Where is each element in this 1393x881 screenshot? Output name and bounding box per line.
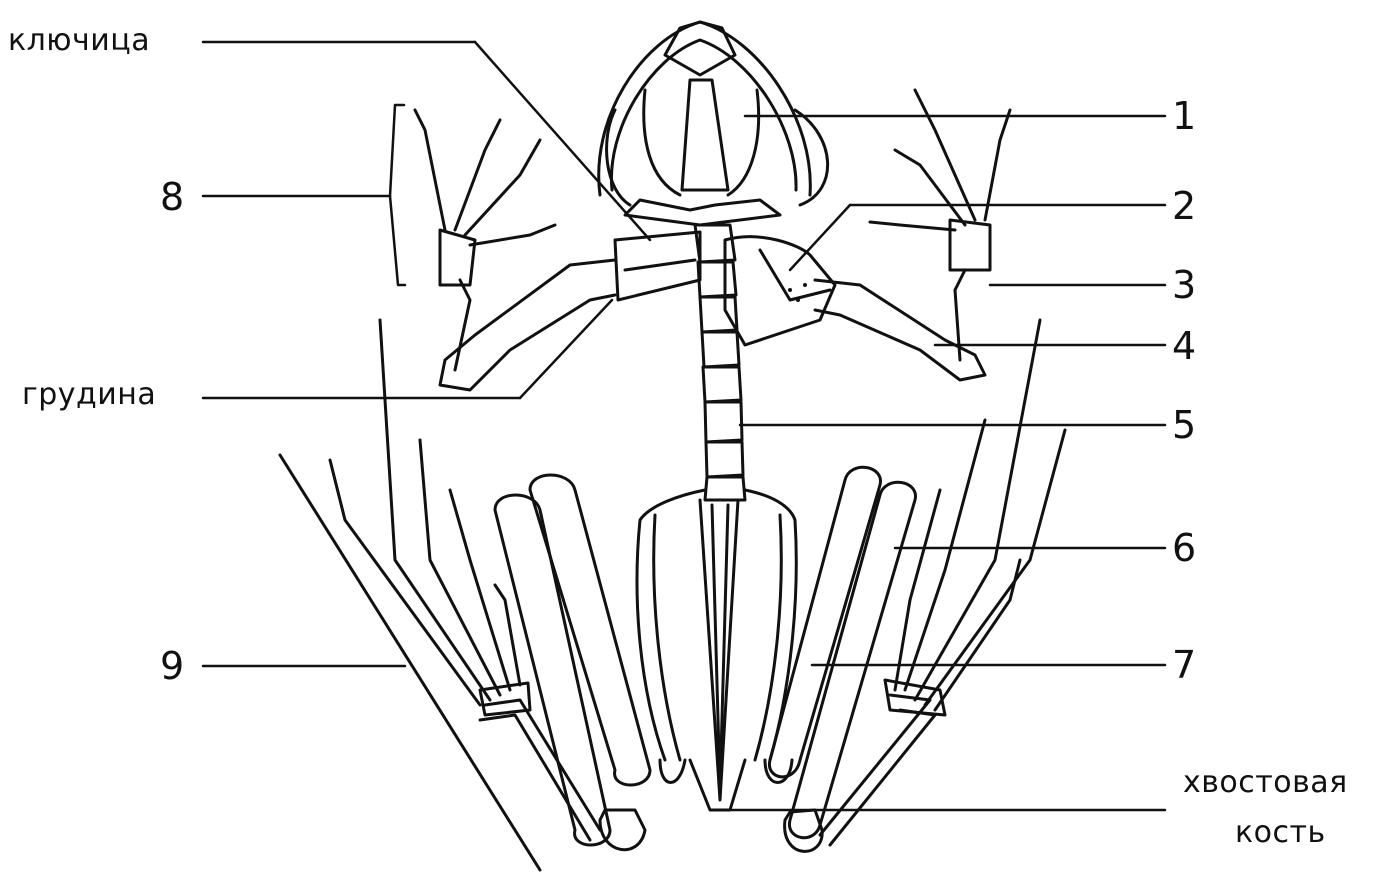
label-number-9: 9	[160, 647, 184, 685]
pelvis	[637, 490, 796, 810]
bracket-8	[390, 105, 405, 285]
label-number-5: 5	[1172, 406, 1196, 444]
label-coccyx-line2: кость	[1235, 818, 1326, 848]
leader-2-diag	[790, 205, 850, 270]
label-number-6: 6	[1172, 529, 1196, 567]
label-number-3: 3	[1172, 266, 1196, 304]
label-number-7: 7	[1172, 646, 1196, 684]
skull	[599, 22, 828, 225]
leader-clavicle-diag	[475, 42, 650, 240]
sternum-stipple	[803, 283, 807, 287]
label-number-8: 8	[160, 178, 184, 216]
shoulder-girdle	[615, 232, 835, 345]
label-coccyx-line1: хвостовая	[1183, 768, 1348, 798]
left-forelimb	[415, 110, 615, 390]
left-hindlimb	[280, 320, 650, 870]
spine	[695, 225, 745, 500]
label-number-1: 1	[1172, 97, 1196, 135]
right-hindlimb	[769, 320, 1065, 851]
right-forelimb	[815, 90, 1010, 380]
label-clavicle: ключица	[8, 26, 150, 56]
label-sternum: грудина	[22, 380, 156, 410]
label-number-4: 4	[1172, 327, 1196, 365]
label-number-2: 2	[1172, 187, 1196, 225]
sternum-stipple	[796, 298, 800, 302]
sternum-stipple	[788, 288, 792, 292]
